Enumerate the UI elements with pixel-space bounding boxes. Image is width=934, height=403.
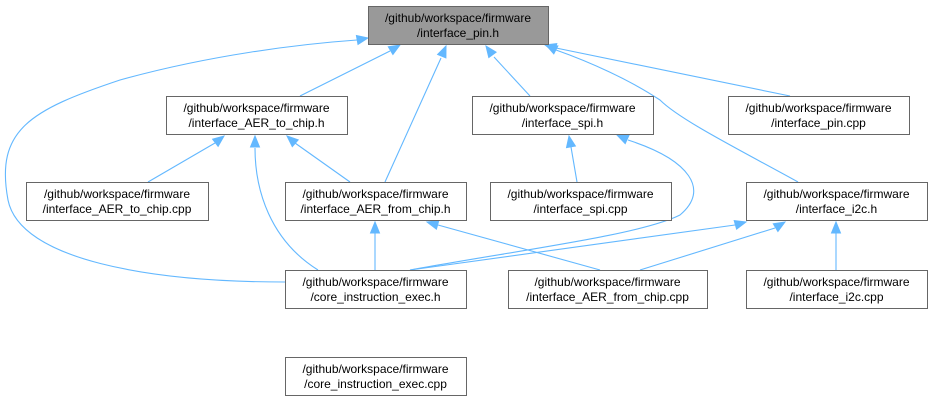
arrowhead [830,220,842,234]
node-interface-i2c-h[interactable]: /github/workspace/firmware/interface_i2c… [746,182,928,221]
edge-line [437,224,601,271]
edge-core_instruction_exec_h-to-interface_i2c_h [409,220,748,271]
node-box [368,6,549,45]
node-core-instruction-exec-cpp[interactable]: /github/workspace/firmware/core_instruct… [285,357,467,396]
arrowhead [425,220,440,231]
node-file-label: /interface_pin.h [417,26,499,40]
edge-layer [4,34,842,283]
node-box [285,357,467,396]
arrowhead [436,44,447,59]
edge-line [254,147,319,271]
edge-line [493,56,531,97]
edge-line [409,224,736,271]
arrowhead [211,135,226,148]
node-path-label: /github/workspace/firmware [183,101,329,115]
edge-interface_spi_h-to-interface_pin_h [485,44,531,97]
edge-interface_AER_from_chip_cpp-to-interface_AER_from_chip_h [425,220,601,271]
edge-line [570,146,578,183]
edge-interface_i2c_cpp-to-interface_i2c_h [830,220,842,270]
node-path-label: /github/workspace/firmware [44,187,190,201]
node-core-instruction-exec-h[interactable]: /github/workspace/firmware/core_instruct… [285,270,467,309]
node-file-label: /interface_AER_from_chip.h [300,202,450,216]
node-interface-pin-h: /github/workspace/firmware/interface_pin… [368,6,549,45]
node-file-label: /interface_i2c.cpp [789,290,883,304]
edge-interface_AER_to_chip_h-to-interface_pin_h [299,44,402,97]
node-interface-AER-to-chip-h[interactable]: /github/workspace/firmware/interface_AER… [166,96,348,135]
node-interface-AER-from-chip-h[interactable]: /github/workspace/firmware/interface_AER… [285,182,467,221]
node-file-label: /interface_AER_to_chip.cpp [43,202,192,216]
node-interface-spi-h[interactable]: /github/workspace/firmware/interface_spi… [472,96,654,135]
node-file-label: /interface_spi.cpp [533,202,627,216]
node-interface-AER-to-chip-cpp[interactable]: /github/workspace/firmware/interface_AER… [26,182,209,221]
node-box [490,182,672,221]
node-path-label: /github/workspace/firmware [763,275,909,289]
arrowhead [733,220,748,231]
node-box [472,96,654,135]
edge-line [639,227,776,271]
node-box [728,96,910,135]
arrowhead [286,135,300,148]
node-path-label: /github/workspace/firmware [763,187,909,201]
node-path-label: /github/workspace/firmware [745,101,891,115]
node-box [746,270,928,309]
node-path-label: /github/workspace/firmware [489,101,635,115]
arrowhead [355,34,370,46]
node-box [26,182,209,221]
arrowhead [615,134,630,145]
node-interface-spi-cpp[interactable]: /github/workspace/firmware/interface_spi… [490,182,672,221]
arrowhead [249,134,261,148]
edge-interface_AER_from_chip_h-to-interface_AER_to_chip_h [286,135,351,183]
edge-interface_i2c_h-to-interface_pin_h [544,44,799,183]
node-path-label: /github/workspace/firmware [507,187,653,201]
node-interface-i2c-cpp[interactable]: /github/workspace/firmware/interface_i2c… [746,270,928,309]
arrowhead [772,221,787,233]
edge-line [299,50,391,97]
edge-core_instruction_exec_h-to-interface_pin_h [4,34,370,283]
node-file-label: /core_instruction_exec.cpp [304,377,447,391]
node-box [166,96,348,135]
edge-line [147,142,216,183]
node-path-label: /github/workspace/firmware [302,275,448,289]
node-path-label: /github/workspace/firmware [302,362,448,376]
node-path-label: /github/workspace/firmware [302,187,448,201]
node-box [508,270,708,309]
edge-line [4,39,358,283]
node-file-label: /interface_AER_to_chip.h [188,116,324,130]
edge-interface_pin_cpp-to-interface_pin_h [543,43,791,97]
edge-line [294,142,351,183]
edge-line [555,47,791,97]
node-box [746,182,928,221]
node-interface-pin-cpp[interactable]: /github/workspace/firmware/interface_pin… [728,96,910,135]
edge-core_instruction_exec_h-to-interface_AER_from_chip_h [369,220,381,270]
edge-line [555,49,799,183]
node-path-label: /github/workspace/firmware [534,275,680,289]
node-path-label: /github/workspace/firmware [385,11,531,25]
node-box [285,182,467,221]
edge-interface_AER_to_chip_cpp-to-interface_AER_to_chip_h [147,135,226,183]
edge-line [384,57,442,183]
arrowhead [387,44,402,56]
edge-core_instruction_exec_h-to-interface_AER_to_chip_h [249,134,319,271]
node-layer: /github/workspace/firmware/interface_pin… [26,6,928,396]
node-file-label: /interface_pin.cpp [771,116,866,130]
node-box [285,270,467,309]
edge-interface_spi_cpp-to-interface_spi_h [565,134,578,183]
node-file-label: /core_instruction_exec.h [310,290,440,304]
arrowhead [485,44,497,59]
arrowhead [369,220,381,234]
edge-interface_AER_from_chip_cpp-to-interface_i2c_h [639,221,787,271]
arrowhead [565,134,577,149]
arrowhead [544,44,559,55]
node-file-label: /interface_i2c.h [796,202,877,216]
node-file-label: /interface_spi.h [522,116,603,130]
edge-interface_AER_from_chip_h-to-interface_pin_h [384,44,447,183]
node-interface-AER-from-chip-cpp[interactable]: /github/workspace/firmware/interface_AER… [508,270,708,309]
node-file-label: /interface_AER_from_chip.cpp [526,290,689,304]
